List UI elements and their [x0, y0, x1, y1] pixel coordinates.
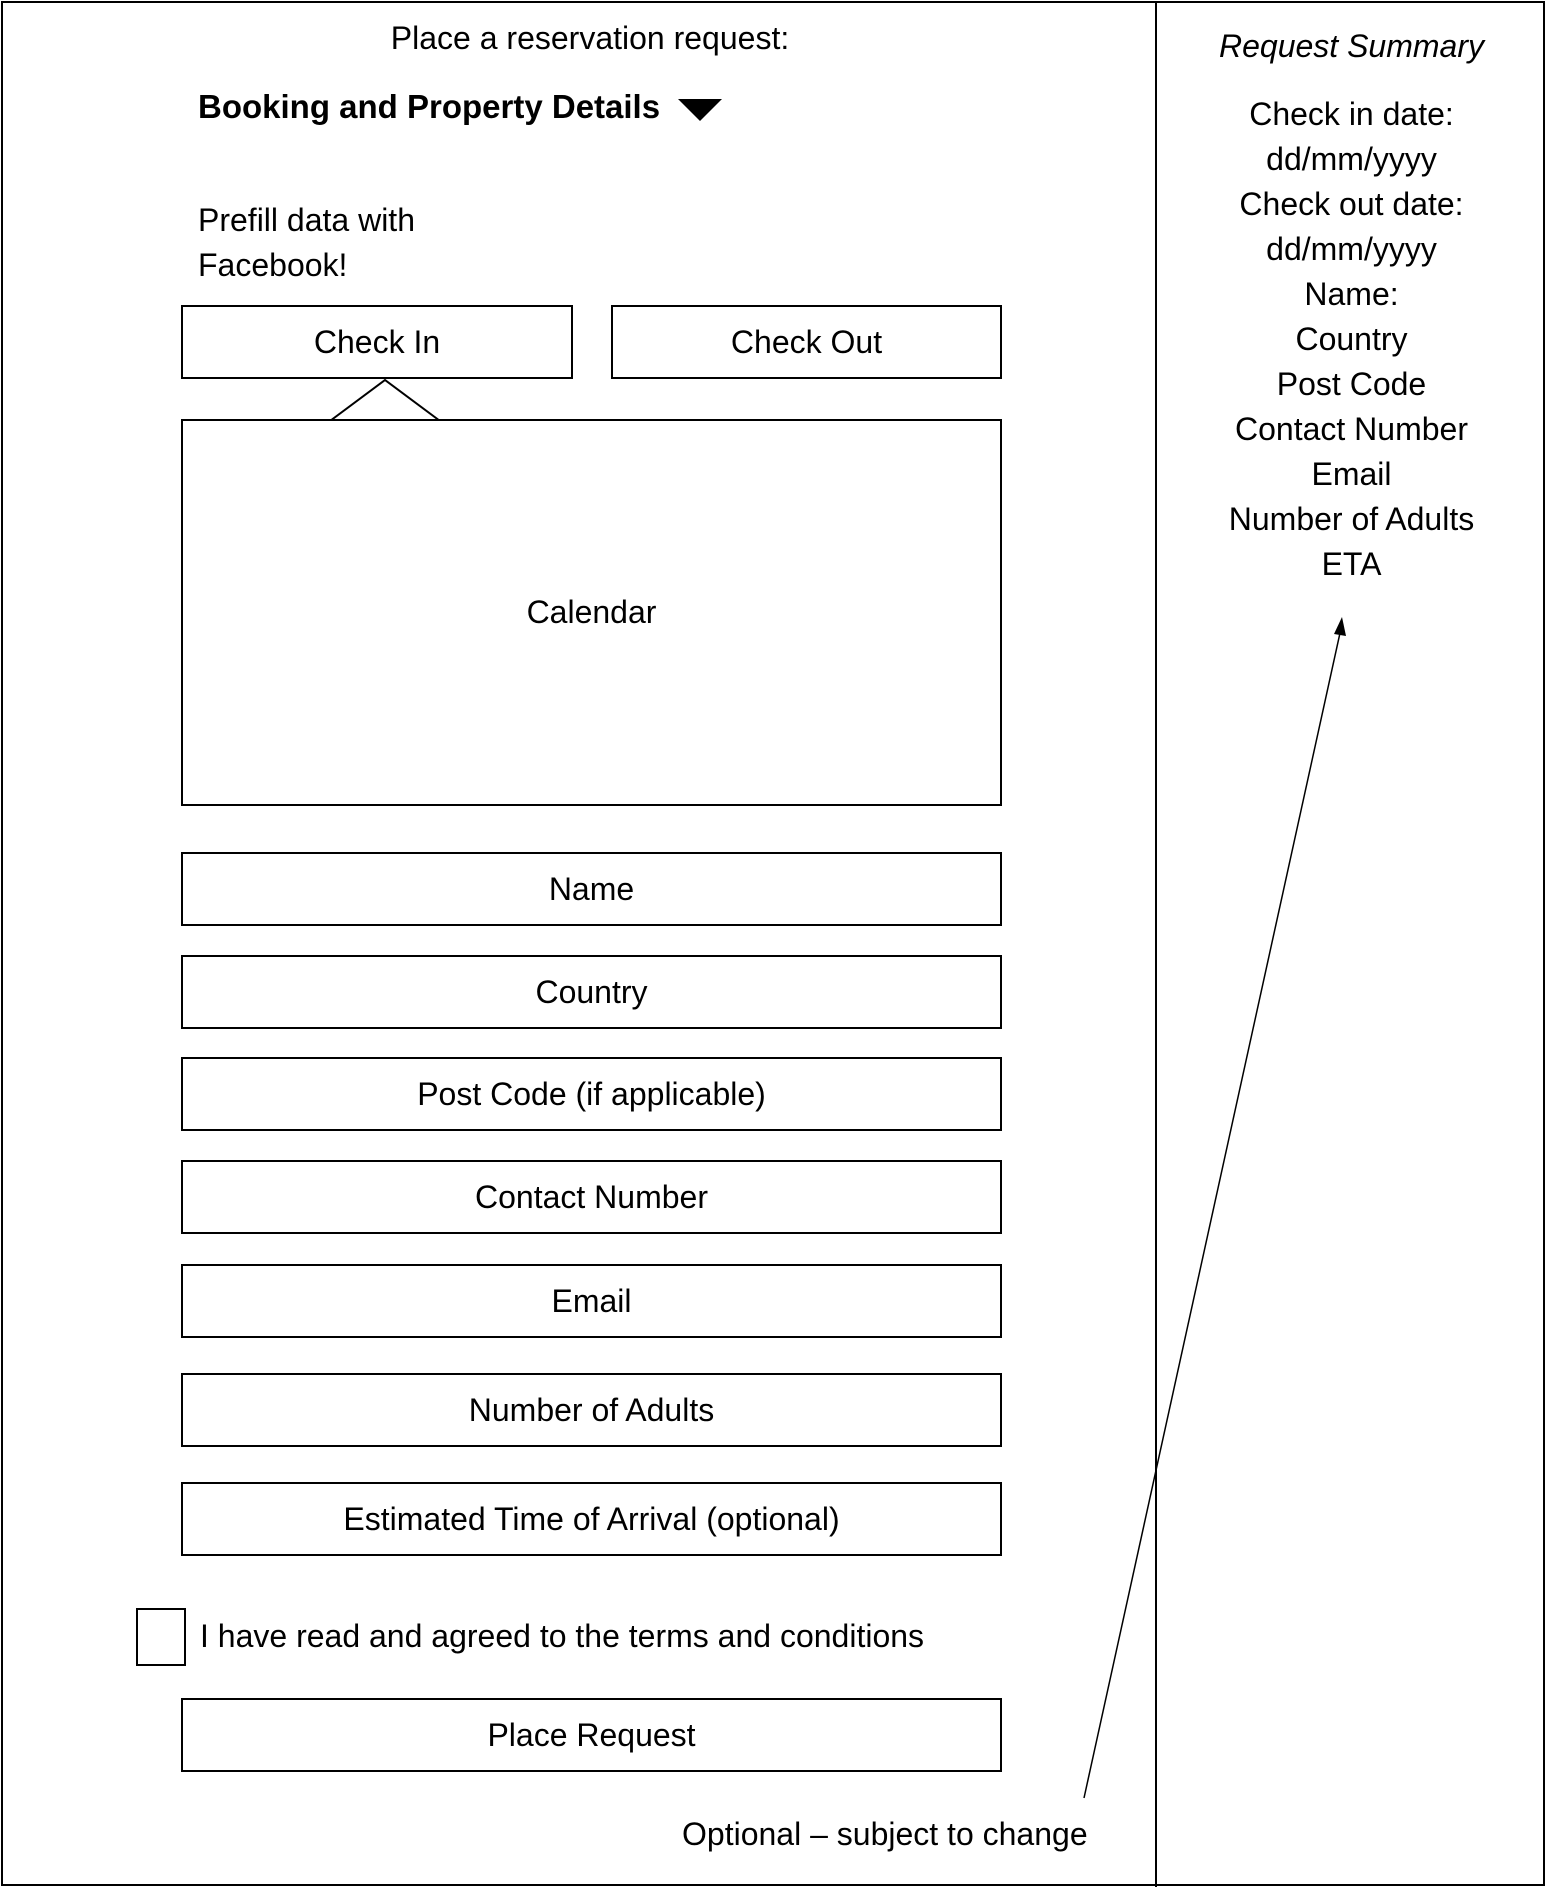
contact-number-field[interactable]: Contact Number	[181, 1160, 1002, 1234]
summary-post-code: Post Code	[1276, 366, 1427, 402]
summary-check-out-date: dd/mm/yyyy	[1266, 231, 1437, 267]
summary-number-of-adults: Number of Adults	[1228, 501, 1475, 537]
summary-list: Check in date: dd/mm/yyyy Check out date…	[1157, 92, 1546, 587]
email-field[interactable]: Email	[181, 1264, 1002, 1338]
summary-check-out-label: Check out date:	[1239, 186, 1464, 222]
prefill-line-2: Facebook!	[198, 247, 348, 283]
summary-country: Country	[1295, 321, 1408, 357]
facebook-prefill-link[interactable]: Prefill data with Facebook!	[198, 198, 415, 288]
number-of-adults-field[interactable]: Number of Adults	[181, 1373, 1002, 1447]
chevron-down-icon[interactable]	[678, 99, 723, 121]
summary-name: Name:	[1304, 276, 1399, 312]
post-code-field[interactable]: Post Code (if applicable)	[181, 1057, 1002, 1131]
prefill-line-1: Prefill data with	[198, 202, 415, 238]
terms-label: I have read and agreed to the terms and …	[200, 1618, 925, 1654]
optional-note: Optional – subject to change	[682, 1816, 1088, 1852]
place-request-button[interactable]: Place Request	[181, 1698, 1002, 1772]
terms-checkbox[interactable]	[136, 1608, 186, 1666]
summary-contact-number: Contact Number	[1235, 411, 1468, 447]
name-field[interactable]: Name	[181, 852, 1002, 926]
check-in-tab[interactable]: Check In	[181, 305, 573, 379]
eta-field[interactable]: Estimated Time of Arrival (optional)	[181, 1482, 1002, 1556]
booking-details-label: Booking and Property Details	[198, 88, 661, 125]
calendar-pointer	[330, 378, 440, 422]
summary-title: Request Summary	[1219, 28, 1484, 64]
summary-email: Email	[1311, 456, 1392, 492]
page-heading: Place a reservation request:	[390, 20, 790, 56]
summary-eta: ETA	[1321, 546, 1382, 582]
country-field[interactable]: Country	[181, 955, 1002, 1029]
check-out-tab[interactable]: Check Out	[611, 305, 1002, 379]
calendar-widget[interactable]: Calendar	[181, 419, 1002, 806]
booking-details-dropdown[interactable]: Booking and Property Details	[198, 82, 723, 132]
summary-check-in-date: dd/mm/yyyy	[1266, 141, 1437, 177]
summary-check-in-label: Check in date:	[1249, 96, 1454, 132]
